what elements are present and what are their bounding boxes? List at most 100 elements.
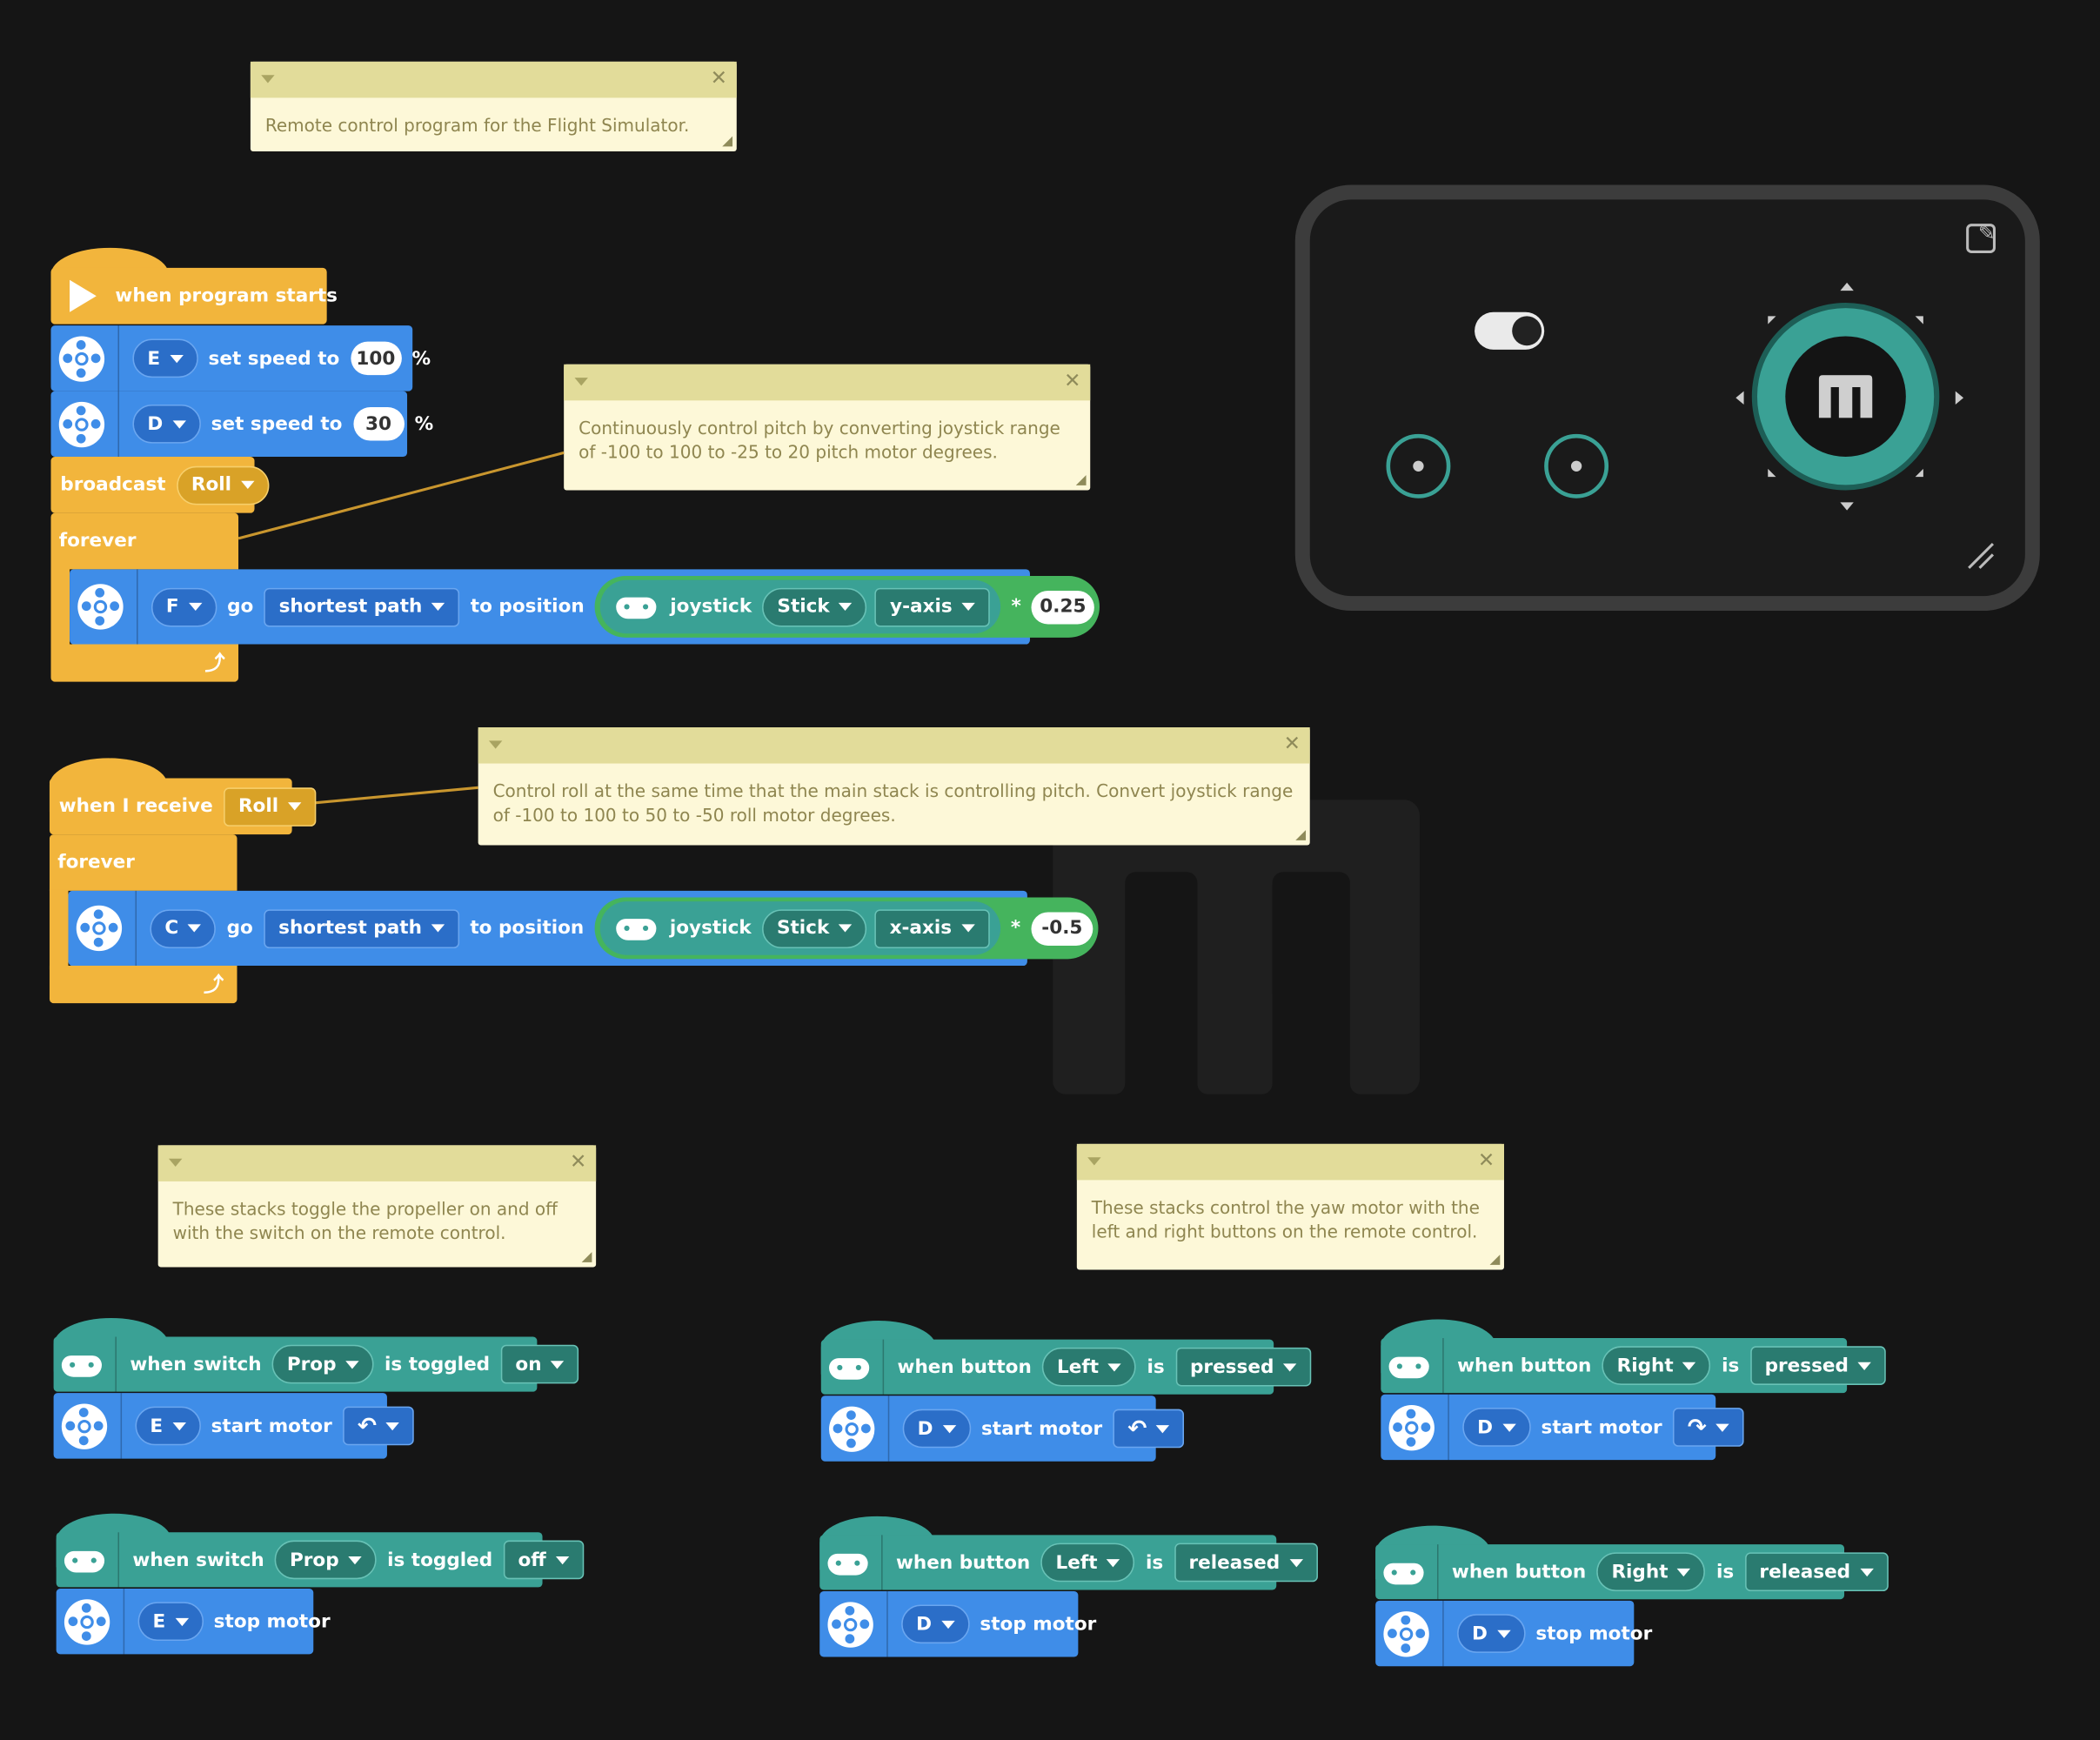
comment-roll[interactable]: ✕ Control roll at the same time that the… bbox=[478, 727, 1310, 846]
start-motor-block-e[interactable]: E start motor ↶ bbox=[53, 1393, 415, 1459]
motor-dropdown[interactable]: D bbox=[901, 1604, 970, 1644]
multiply-reporter[interactable]: joystick Stick x-axis * -0.5 bbox=[594, 897, 1099, 960]
forever-footer: ⤴ bbox=[50, 644, 239, 682]
when-program-starts-block[interactable]: when program starts bbox=[50, 267, 338, 325]
when-switch-on-block[interactable]: when switch Prop is toggled on bbox=[53, 1336, 579, 1392]
resize-icon[interactable]: ◢ bbox=[1295, 827, 1307, 843]
path-dropdown[interactable]: shortest path bbox=[264, 587, 460, 626]
state-dropdown[interactable]: pressed bbox=[1175, 1347, 1312, 1387]
stick-dropdown[interactable]: Stick bbox=[762, 587, 867, 626]
axis-dropdown[interactable]: y-axis bbox=[875, 587, 990, 626]
start-motor-block-d-left[interactable]: D start motor ↶ bbox=[820, 1395, 1185, 1462]
unit-label: % bbox=[414, 412, 434, 435]
button-dropdown[interactable]: Left bbox=[1042, 1347, 1137, 1387]
collapse-icon[interactable] bbox=[574, 378, 588, 386]
broadcast-block[interactable]: broadcast Roll bbox=[50, 457, 270, 513]
state-dropdown[interactable]: released bbox=[1174, 1543, 1318, 1583]
joystick-reporter[interactable]: joystick Stick x-axis bbox=[599, 901, 1000, 955]
close-icon[interactable]: ✕ bbox=[569, 1148, 587, 1174]
close-icon[interactable]: ✕ bbox=[1283, 731, 1301, 756]
speed-input[interactable]: 30 bbox=[352, 407, 405, 441]
when-right-pressed-block[interactable]: when button Right is pressed bbox=[1381, 1338, 1887, 1394]
motor-dropdown[interactable]: D bbox=[902, 1409, 971, 1449]
controller-icon-cell bbox=[1381, 1338, 1444, 1394]
switch-dropdown[interactable]: Prop bbox=[275, 1540, 377, 1580]
stick-dropdown[interactable]: Stick bbox=[762, 908, 867, 948]
comment-pitch[interactable]: ✕ Continuously control pitch by converti… bbox=[564, 364, 1091, 491]
resize-icon[interactable]: ◢ bbox=[1075, 472, 1087, 488]
state-dropdown[interactable]: pressed bbox=[1749, 1346, 1887, 1385]
collapse-icon[interactable] bbox=[168, 1158, 183, 1167]
path-dropdown[interactable]: shortest path bbox=[264, 908, 460, 948]
stop-motor-block-d-left[interactable]: D stop motor bbox=[819, 1591, 1096, 1657]
resize-handle-icon[interactable] bbox=[1966, 541, 1996, 571]
joystick[interactable] bbox=[1751, 302, 1940, 491]
resize-icon[interactable]: ◢ bbox=[581, 1249, 592, 1265]
collapse-icon[interactable] bbox=[1087, 1157, 1101, 1166]
motor-icon bbox=[64, 1598, 110, 1644]
block-label: stop motor bbox=[980, 1613, 1097, 1636]
comment-title[interactable]: ✕ Remote control program for the Flight … bbox=[250, 61, 737, 151]
switch-dropdown[interactable]: Prop bbox=[271, 1344, 374, 1384]
state-dropdown[interactable]: released bbox=[1744, 1552, 1889, 1592]
joystick-reporter[interactable]: joystick Stick y-axis bbox=[600, 579, 1001, 634]
speed-input[interactable]: 100 bbox=[350, 341, 402, 376]
block-label: start motor bbox=[1541, 1416, 1662, 1438]
resize-icon[interactable]: ◢ bbox=[1489, 1252, 1501, 1268]
motor-dropdown[interactable]: E bbox=[137, 1602, 204, 1642]
collapse-icon[interactable] bbox=[261, 75, 275, 84]
direction-dropdown[interactable]: ↶ bbox=[343, 1406, 415, 1446]
button-dropdown[interactable]: Right bbox=[1602, 1346, 1711, 1385]
when-switch-off-block[interactable]: when switch Prop is toggled off bbox=[56, 1532, 584, 1588]
direction-dropdown[interactable]: ↷ bbox=[1672, 1408, 1744, 1447]
motor-dropdown[interactable]: D bbox=[1462, 1408, 1531, 1447]
start-motor-block-d-right[interactable]: D start motor ↷ bbox=[1381, 1394, 1744, 1461]
go-to-position-block-c[interactable]: C go shortest path to position joystick … bbox=[68, 890, 1099, 967]
set-speed-block-d[interactable]: D set speed to 30 % bbox=[50, 391, 433, 458]
comment-yaw[interactable]: ✕ These stacks control the yaw motor wit… bbox=[1076, 1143, 1504, 1270]
button-dropdown[interactable]: Right bbox=[1596, 1552, 1706, 1592]
motor-dropdown[interactable]: E bbox=[135, 1406, 201, 1446]
when-i-receive-block[interactable]: when I receive Roll bbox=[49, 778, 317, 835]
left-button[interactable] bbox=[1386, 433, 1451, 499]
message-dropdown[interactable]: Roll bbox=[176, 465, 270, 505]
factor-input[interactable]: -0.5 bbox=[1031, 911, 1093, 946]
go-to-position-block-f[interactable]: F go shortest path to position joystick … bbox=[70, 569, 1100, 645]
right-button[interactable] bbox=[1544, 433, 1609, 499]
close-icon[interactable]: ✕ bbox=[710, 65, 728, 90]
stop-motor-block-e[interactable]: E stop motor bbox=[56, 1588, 331, 1655]
motor-dropdown[interactable]: F bbox=[150, 587, 217, 626]
arrow-upleft-icon bbox=[1768, 316, 1776, 325]
message-dropdown[interactable]: Roll bbox=[224, 786, 317, 826]
motor-dropdown[interactable]: E bbox=[132, 338, 198, 378]
close-icon[interactable]: ✕ bbox=[1064, 368, 1081, 393]
motor-dropdown[interactable]: D bbox=[132, 404, 201, 444]
multiply-reporter[interactable]: joystick Stick y-axis * 0.25 bbox=[595, 576, 1100, 638]
direction-dropdown[interactable]: ↶ bbox=[1113, 1409, 1185, 1449]
collapse-icon[interactable] bbox=[488, 740, 503, 749]
loop-arrow-icon: ⤴ bbox=[203, 972, 224, 997]
state-dropdown[interactable]: on bbox=[500, 1344, 579, 1384]
remote-control-panel[interactable]: ✎ bbox=[1294, 184, 2040, 612]
close-icon[interactable]: ✕ bbox=[1477, 1148, 1495, 1173]
motor-dropdown[interactable]: C bbox=[150, 908, 217, 948]
when-right-released-block[interactable]: when button Right is released bbox=[1375, 1544, 1889, 1600]
arrow-right-icon bbox=[1955, 391, 1964, 405]
edit-icon[interactable]: ✎ bbox=[1966, 221, 1996, 253]
forever-block[interactable]: forever bbox=[50, 512, 239, 570]
when-left-pressed-block[interactable]: when button Left is pressed bbox=[820, 1339, 1312, 1395]
factor-input[interactable]: 0.25 bbox=[1032, 590, 1094, 624]
controller-icon bbox=[61, 1349, 103, 1379]
set-speed-block-e[interactable]: E set speed to 100 % bbox=[50, 325, 431, 392]
toggle-switch[interactable] bbox=[1475, 311, 1545, 350]
button-dropdown[interactable]: Left bbox=[1040, 1543, 1135, 1583]
motor-dropdown[interactable]: D bbox=[1457, 1614, 1526, 1653]
resize-icon[interactable]: ◢ bbox=[722, 133, 733, 149]
motor-icon-cell bbox=[57, 1588, 125, 1655]
state-dropdown[interactable]: off bbox=[503, 1540, 584, 1580]
stop-motor-block-d-right[interactable]: D stop motor bbox=[1375, 1600, 1652, 1667]
axis-dropdown[interactable]: x-axis bbox=[874, 908, 990, 948]
when-left-released-block[interactable]: when button Left is released bbox=[819, 1535, 1318, 1590]
forever-block[interactable]: forever bbox=[49, 834, 237, 891]
comment-propeller[interactable]: ✕ These stacks toggle the propeller on a… bbox=[157, 1145, 597, 1268]
